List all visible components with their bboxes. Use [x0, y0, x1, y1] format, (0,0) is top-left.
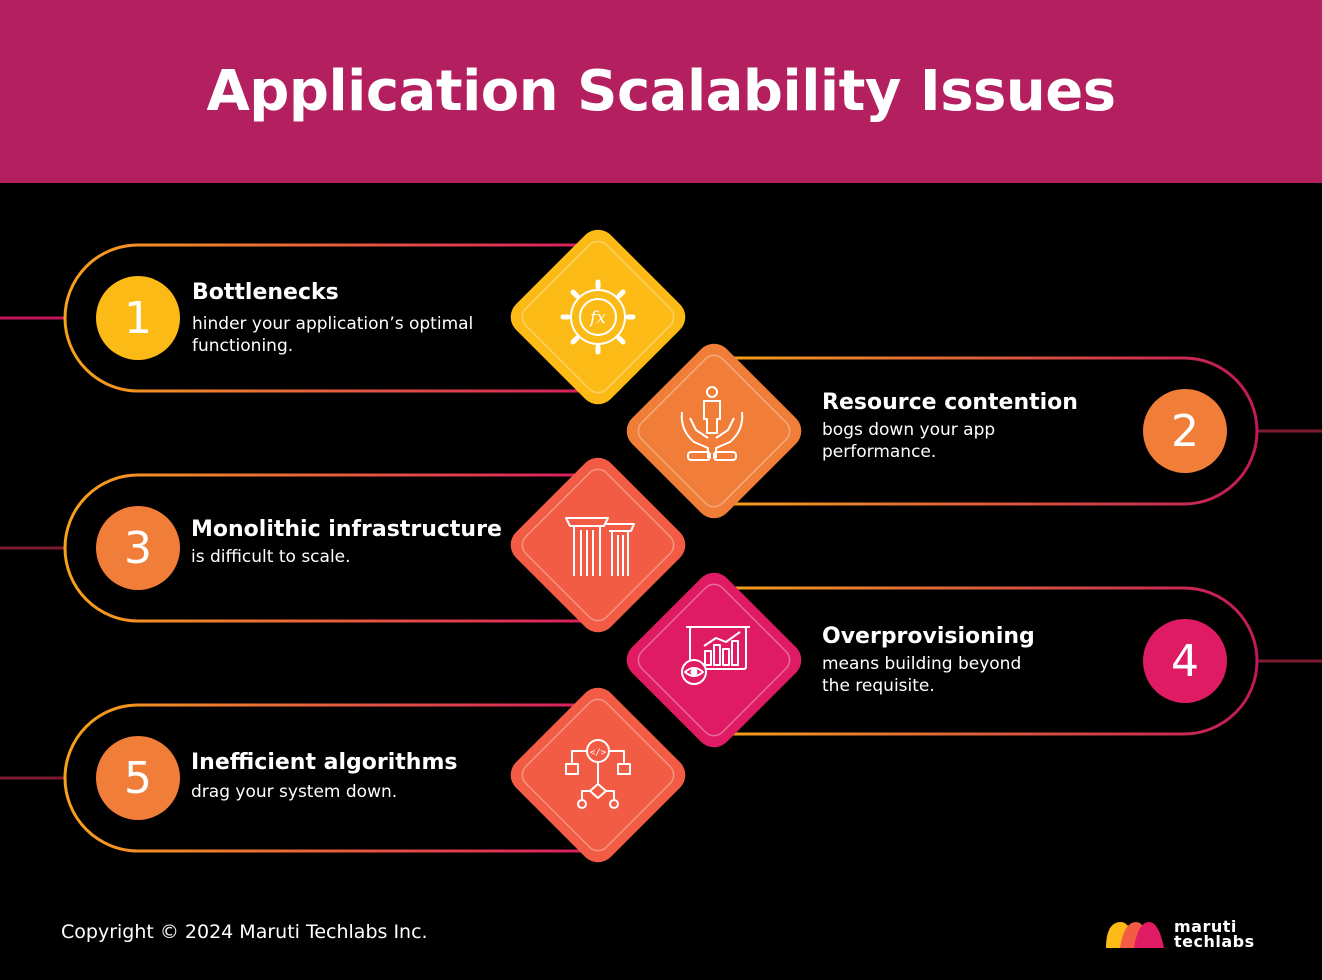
number-badge-4: 4 — [1143, 619, 1227, 703]
number-badge-1: 1 — [96, 276, 180, 360]
item-5-text: Inefficient algorithms drag your system … — [191, 750, 457, 803]
svg-text:fx: fx — [588, 308, 606, 328]
presentation-chart-icon — [681, 626, 750, 685]
item-5-desc-line1: drag your system down. — [191, 782, 398, 802]
brand-line2: techlabs — [1174, 932, 1255, 951]
item-1-desc-line1: hinder your application’s optimal — [192, 314, 474, 334]
brand-logo: maruti techlabs — [1104, 918, 1255, 950]
item-2-title: Resource contention — [822, 390, 1078, 415]
connector-5 — [0, 703, 598, 853]
item-4-desc-line2: the requisite. — [822, 676, 935, 696]
item-4-desc-line1: means building beyond — [822, 654, 1022, 674]
page-title: Application Scalability Issues — [206, 59, 1116, 124]
diamond-3 — [510, 457, 686, 633]
diamond-1 — [510, 229, 686, 405]
item-1-text: Bottlenecks hinder your application’s op… — [192, 280, 473, 357]
number-badge-3: 3 — [96, 506, 180, 590]
number-badge-2: 2 — [1143, 389, 1227, 473]
connector-2 — [714, 356, 1322, 506]
item-3-title: Monolithic infrastructure — [191, 517, 502, 542]
hands-person-icon — [680, 386, 744, 461]
header-banner: Application Scalability Issues — [0, 0, 1322, 183]
item-1-desc-line2: functioning. — [192, 336, 294, 356]
connector-4 — [714, 586, 1322, 736]
item-5-title: Inefficient algorithms — [191, 750, 458, 775]
svg-text:</>: </> — [590, 748, 607, 758]
number-badge-5: 5 — [96, 736, 180, 820]
item-2-desc-line1: bogs down your app — [822, 420, 996, 440]
item-4-title: Overprovisioning — [822, 624, 1035, 649]
connector-1 — [0, 243, 598, 393]
gear-function-icon: fx — [560, 279, 636, 355]
item-3-desc-line1: is difficult to scale. — [191, 547, 351, 567]
maruti-logo-icon — [1106, 922, 1164, 948]
brand-line1: maruti — [1174, 917, 1237, 936]
copyright-text: Copyright © 2024 Maruti Techlabs Inc. — [61, 921, 428, 943]
item-2-text: Resource contention bogs down your app p… — [822, 390, 1078, 463]
item-4-text: Overprovisioning means building beyond t… — [822, 624, 1035, 697]
brand-wordmark: maruti techlabs — [1174, 917, 1255, 951]
item-3-text: Monolithic infrastructure is difficult t… — [191, 517, 502, 568]
connector-3 — [0, 473, 598, 623]
item-2-desc-line2: performance. — [822, 442, 937, 462]
item-1-title: Bottlenecks — [192, 280, 339, 305]
code-flowchart-icon: </> — [565, 739, 631, 809]
diamond-2 — [626, 343, 802, 519]
pillars-icon — [565, 517, 635, 576]
